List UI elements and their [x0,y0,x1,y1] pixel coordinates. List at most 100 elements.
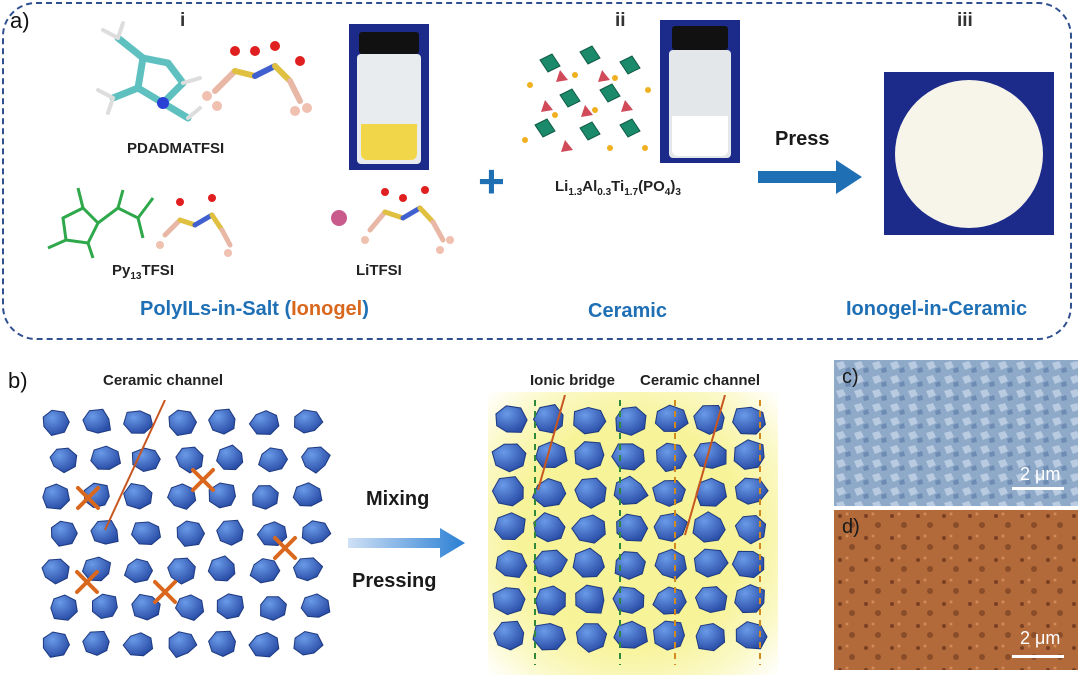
ceramic-particle [301,446,331,474]
ceramic-particle [574,441,605,471]
pressing-label: Pressing [352,570,437,592]
latp-formula-label: Li1.3Al0.3Ti1.7(PO4)3 [555,178,681,198]
ceramic-particle [81,556,112,582]
ceramic-particle [249,558,281,584]
litfsi-label: LiTFSI [356,262,402,279]
right-ceramic-channel-callout: Ceramic channel [640,372,761,389]
ceramic-particle [693,404,725,435]
ceramic-particle [167,483,197,510]
ceramic-particle [258,447,289,473]
py13-cation-illustration [47,187,155,259]
ceramic-particle [301,520,332,545]
ceramic-particle [652,479,686,507]
ceramic-particle [534,585,566,616]
ceramic-particle [491,476,524,507]
plus-icon: + [478,155,505,207]
ceramic-particle [693,548,729,578]
pdadmatfsi-label: PDADMATFSI [127,140,225,157]
tfsi-anion-2-illustration [156,194,233,257]
sem-image-d [834,510,1078,670]
sub-label-i: i [180,10,186,31]
scale-bar-d [1012,655,1064,658]
ceramic-particle [90,519,119,545]
left-ceramic-channel-callout: Ceramic channel [103,372,224,389]
ceramic-particle [82,408,112,434]
ceramic-particle [256,521,288,547]
ceramic-particle [42,483,71,510]
ceramic-particle [575,584,605,614]
ceramic-particle [611,443,645,471]
ceramic-particle [260,596,287,621]
press-arrow-icon [758,160,862,194]
ceramic-particle [122,632,154,657]
sub-label-ii: ii [615,10,626,31]
ceramic-particle [90,445,122,470]
ceramic-particle [248,410,280,435]
ceramic-particle [216,593,245,620]
ceramic-particle [574,477,607,509]
latp-crystal-structure [522,45,651,152]
ceramic-particle [208,408,236,435]
caption-ionogel-highlight: Ionogel [291,298,363,320]
ceramic-particle [42,409,70,436]
ceramic-particle [123,558,154,584]
ceramic-particle [248,632,280,658]
tfsi-anion-illustration [202,41,312,116]
ceramic-particle [694,586,728,614]
ceramic-particle [533,512,566,543]
ceramic-particle [82,630,110,656]
ceramic-particle [491,443,527,473]
ceramic-particle [614,551,646,580]
ceramic-particle [495,405,528,433]
ceramic-particle [123,483,153,510]
ceramic-particle [612,586,645,614]
ceramic-particle [300,593,331,618]
ceramic-particle [693,441,727,469]
ceramic-particle [654,548,687,580]
ceramic-particle [176,520,206,547]
ceramic-particle [533,549,568,578]
pdadma-molecule-illustration [96,21,202,122]
ceramic-particle [131,593,161,621]
scale-text-c: 2 μm [1020,464,1061,484]
ceramic-particle [123,410,154,434]
panel-a-frame [2,2,1072,340]
ceramic-particle [492,587,526,616]
ceramic-particle [572,547,605,578]
ceramic-particle [733,439,765,470]
mixing-arrow-icon [348,528,465,558]
ceramic-particle [207,555,236,582]
ceramic-particle [208,630,237,657]
ceramic-particle [493,620,525,651]
caption-polyils-in-salt: PolyILs-in-Salt (Ionogel) [140,298,369,320]
sem-d-texture [834,510,1078,670]
ceramic-particle [168,631,198,659]
ionic-bridge-callout: Ionic bridge [530,372,616,389]
pressed-pellet-photo [884,72,1054,235]
left-particle-grid [41,400,332,659]
ceramic-particle [653,512,688,542]
ceramic-particle [575,623,608,653]
ceramic-particle [292,482,323,507]
ceramic-particle [293,630,324,656]
ceramic-particle [734,477,769,505]
scale-text-d: 2 μm [1020,628,1061,648]
ceramic-particle [615,406,647,436]
panel-d-label: d) [842,516,860,538]
ceramic-particle [493,512,526,541]
ceramic-particle [652,620,686,651]
ionogel-vial-photo [349,24,429,170]
ceramic-particle [42,631,71,658]
press-label: Press [775,128,830,150]
ceramic-particle [732,406,766,435]
ceramic-particle [216,444,244,471]
ceramic-particle [50,520,78,547]
ceramic-particle [573,406,607,435]
caption-ceramic: Ceramic [588,300,667,322]
ceramic-particle [735,621,768,650]
ceramic-particle [41,558,70,585]
panel-c-label: c) [842,366,859,388]
ceramic-particle [208,482,237,509]
right-particle-grid [491,395,769,665]
ceramic-particle [216,519,244,546]
